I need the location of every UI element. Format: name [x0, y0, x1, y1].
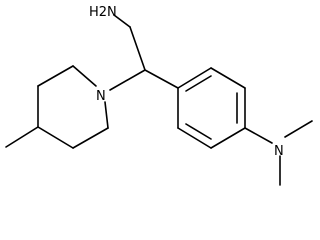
bond-pip-c2-c3 — [37, 65, 74, 87]
bond-nh2-ch2 — [113, 14, 131, 28]
bond-ch2-ch — [129, 26, 146, 71]
bond-n-methyl-up — [284, 120, 313, 138]
bond-pip-c6-n — [104, 101, 109, 129]
bond-pip-c5-c6 — [72, 127, 109, 149]
structure-canvas: H2N N N — [5, 5, 313, 186]
bond-ar-c5-c6 — [177, 127, 212, 149]
bond-ar-c2-c3 — [210, 67, 246, 89]
bond-ar-double-1 — [185, 75, 212, 92]
molecule-diagram: H2N N N — [5, 5, 313, 186]
bond-ar-double-3 — [185, 123, 212, 140]
bond-pip-c4-c5 — [37, 126, 74, 149]
bond-ch-phenyl — [144, 69, 179, 89]
bond-ar-c4-c5 — [210, 127, 246, 149]
piperidine-nitrogen-label: N — [96, 89, 106, 104]
bond-methyl-c4 — [5, 126, 39, 148]
dimethylamino-nitrogen-label: N — [274, 144, 284, 159]
bond-ar-c1-c2 — [177, 67, 212, 89]
bond-ar-nme2 — [244, 127, 273, 144]
bond-ch-piperidine-n — [109, 69, 146, 91]
bond-pip-n-c2 — [72, 65, 97, 87]
amine-label: H2N — [89, 5, 117, 20]
